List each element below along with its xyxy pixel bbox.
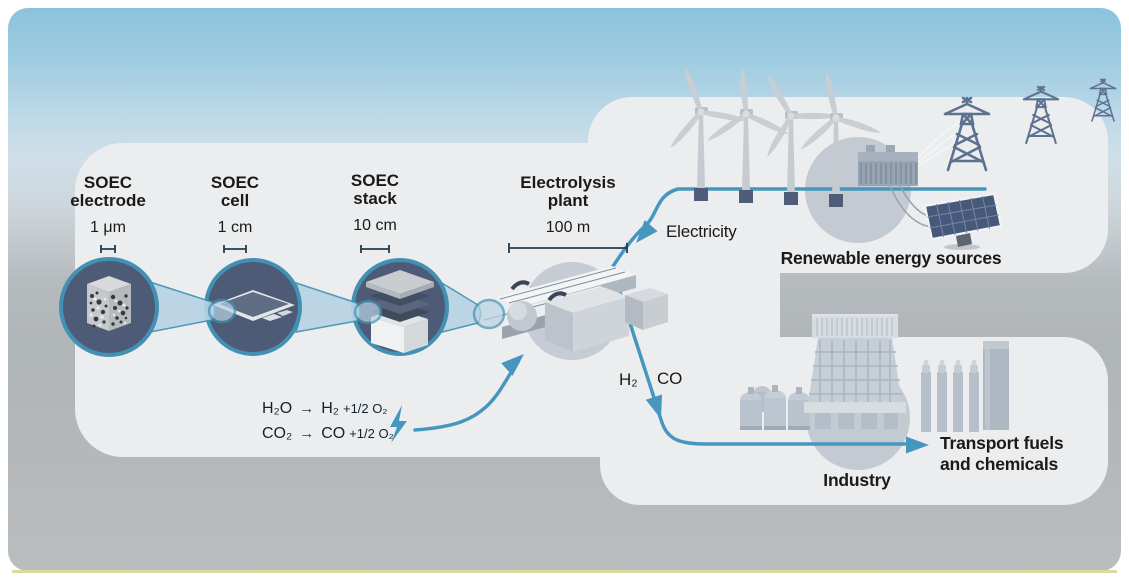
substation-icon [858, 145, 918, 186]
electricity-label: Electricity [666, 222, 737, 241]
distillation-columns-icon [921, 359, 979, 432]
scale-title-line2: electrode [70, 191, 146, 210]
scale-bar-icon [100, 245, 116, 253]
scale-title-line1: SOEC [210, 173, 260, 192]
magnifier-circle-icon [353, 299, 383, 325]
scale-title-line1: Electrolysis [520, 173, 616, 192]
solar-panel-icon [923, 192, 1003, 250]
bottom-accent-rule [12, 570, 1117, 573]
reaction-arrow-icon: → [299, 400, 315, 417]
chimney-icon [983, 341, 1009, 430]
cell-plate-icon [204, 258, 302, 356]
h2-co-arrowhead-icon [645, 394, 662, 419]
scale-title-line1: SOEC [350, 171, 400, 190]
reaction-arrow-icon: → [299, 425, 315, 442]
scale-length-label: 10 cm [353, 217, 397, 234]
eq-rhs: H₂ [321, 400, 339, 417]
transport-fuels-label: Transport fuels and chemicals [940, 433, 1064, 475]
h2-label: H₂ [619, 370, 638, 389]
scale-length-label: 100 m [545, 219, 591, 236]
transmission-tower-icon [1022, 85, 1060, 145]
storage-tank-icon [740, 385, 810, 430]
scale-bar-icon [223, 245, 247, 253]
transmission-tower-icon [1089, 78, 1117, 122]
soec-zoom-chain [59, 257, 506, 357]
transport-arrowhead-icon [906, 436, 929, 454]
equation-arrowhead-icon [501, 354, 524, 376]
equation-h2o: H₂O → H₂+1/2 O₂ [262, 396, 394, 421]
industry-title: Industry [823, 470, 891, 490]
transport-line1: Transport fuels [940, 433, 1064, 453]
eq-extra: +1/2 O₂ [349, 426, 394, 441]
scale-bar-icon [508, 243, 628, 253]
equation-flow-line [413, 360, 520, 432]
factory-icon [740, 314, 1009, 432]
scale-title-line1: SOEC [83, 173, 133, 192]
stack-icon [351, 258, 449, 356]
scale-title-line2: stack [353, 189, 397, 208]
co-label: CO [657, 369, 683, 388]
magnifier-circle-icon [472, 298, 506, 330]
lightning-bolt-icon [390, 405, 407, 443]
electrolysis-plant-icon [480, 262, 668, 360]
eq-lhs: CO₂ [262, 425, 293, 442]
equation-co2: CO₂ → CO+1/2 O₂ [262, 421, 394, 446]
flow-arrowheads [501, 220, 929, 454]
scale-title-line2: plant [547, 191, 589, 210]
eq-extra: +1/2 O₂ [342, 401, 388, 416]
eq-rhs: CO [321, 425, 346, 442]
eq-lhs: H₂O [262, 400, 293, 417]
scale-length-label: 1 μm [90, 219, 126, 236]
zoom-cone-icon [294, 281, 361, 333]
scale-length-label: 1 cm [217, 219, 253, 236]
wind-turbine-icon [666, 66, 748, 201]
scale-bar-icon [360, 245, 390, 253]
scale-bars [100, 243, 628, 253]
scale-title-line2: cell [220, 191, 250, 210]
reaction-equations: H₂O→H₂+1/2 O₂ CO₂→CO+1/2 O₂ [262, 396, 394, 446]
porous-electrode-icon [59, 257, 159, 357]
transmission-tower-icon [943, 96, 991, 172]
renewable-energy-title: Renewable energy sources [780, 248, 1002, 268]
zoom-cone-icon [148, 280, 216, 333]
transport-line2: and chemicals [940, 454, 1059, 474]
magnifier-circle-icon [207, 298, 237, 324]
electricity-arrowhead-icon [636, 220, 658, 243]
